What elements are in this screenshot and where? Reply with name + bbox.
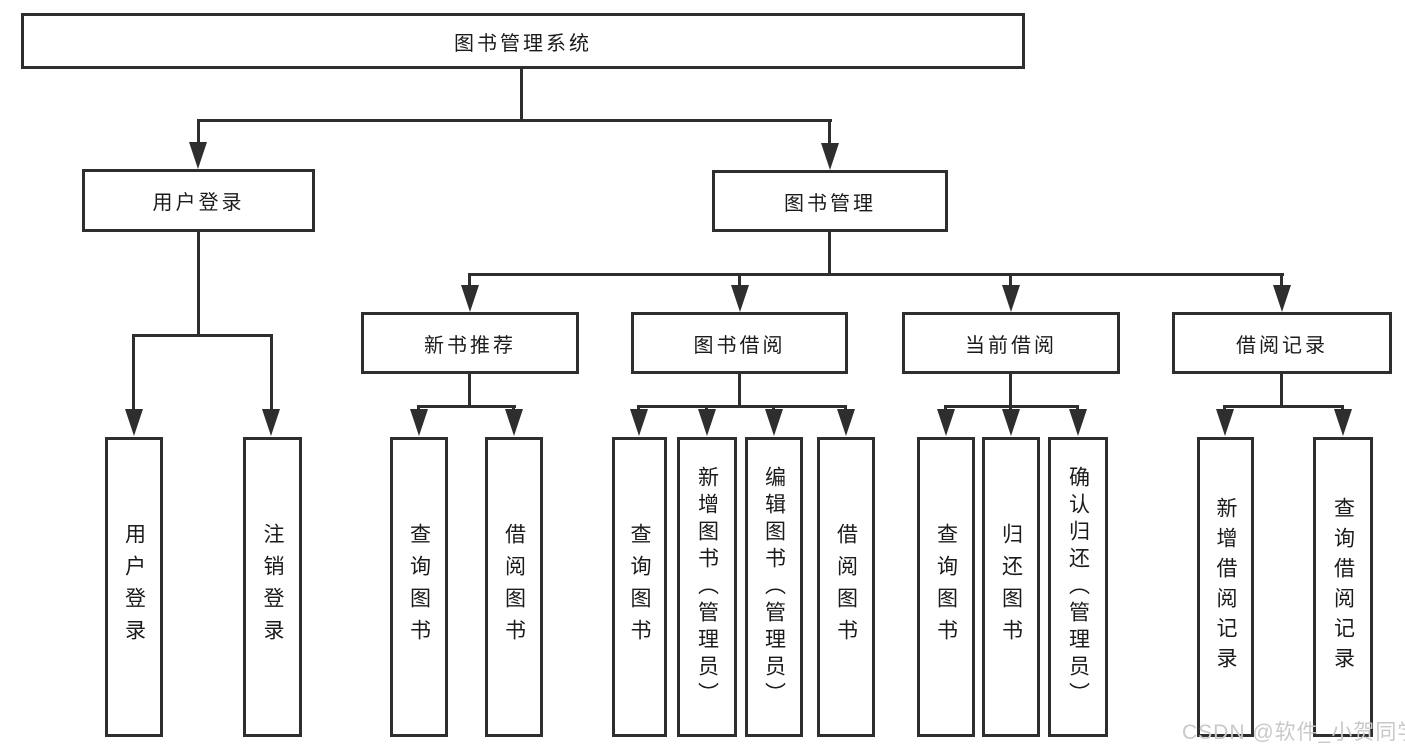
edge-br-hbar <box>1223 405 1344 408</box>
leaf-user-login: 用户登录 <box>105 437 163 737</box>
arrowhead-nbr-query <box>410 409 428 436</box>
leaf-nbr-borrow-books: 借阅图书 <box>485 437 543 737</box>
edge-nbr-hbar <box>417 405 516 408</box>
arrowhead-bb-borrow <box>837 409 855 436</box>
leaf-cb-query-books: 查询图书 <box>917 437 975 737</box>
node-user-login-branch: 用户登录 <box>82 169 315 232</box>
leaf-cb-return-books: 归还图书 <box>982 437 1040 737</box>
edge-root-hbar <box>197 119 832 122</box>
arrowhead-bb-edit <box>765 409 783 436</box>
node-new-book-recommend: 新书推荐 <box>361 312 579 374</box>
leaf-bb-add-books-admin: 新增图书（管理员） <box>677 437 737 737</box>
edge-drop-new-books <box>468 273 471 288</box>
arrowhead-nbr-borrow <box>505 409 523 436</box>
edge-bookmgmt-hbar <box>468 273 1284 276</box>
leaf-bb-borrow-books: 借阅图书 <box>817 437 875 737</box>
leaf-br-add-record: 新增借阅记录 <box>1197 437 1254 737</box>
arrowhead-br-add <box>1216 409 1234 436</box>
node-root-system: 图书管理系统 <box>21 13 1025 69</box>
leaf-bb-query-books: 查询图书 <box>612 437 667 737</box>
leaf-logout: 注销登录 <box>243 437 302 737</box>
edge-br-stem <box>1280 374 1283 405</box>
node-book-borrow: 图书借阅 <box>631 312 848 374</box>
arrowhead-into-book-borrow <box>731 285 749 312</box>
edge-userlogin-hbar <box>132 334 273 337</box>
leaf-br-query-record: 查询借阅记录 <box>1313 437 1373 737</box>
arrowhead-into-user-login <box>189 142 207 169</box>
arrowhead-cb-query <box>937 409 955 436</box>
arrowhead-into-new-books <box>461 285 479 312</box>
arrowhead-into-logout <box>262 409 280 436</box>
leaf-bb-edit-books-admin: 编辑图书（管理员） <box>745 437 803 737</box>
node-borrow-records: 借阅记录 <box>1172 312 1392 374</box>
edge-nbr-stem <box>468 374 471 405</box>
node-book-mgmt-branch: 图书管理 <box>712 170 948 232</box>
arrowhead-cb-return <box>1002 409 1020 436</box>
arrowhead-cb-confirm <box>1069 409 1087 436</box>
edge-cb-stem <box>1009 374 1012 405</box>
edge-userlogin-stem <box>197 232 200 334</box>
arrowhead-into-current-borrow <box>1002 285 1020 312</box>
leaf-nbr-query-books: 查询图书 <box>390 437 448 737</box>
edge-drop-current-borrow <box>1009 273 1012 288</box>
edge-drop-book-borrow <box>738 273 741 288</box>
edge-drop-user-login <box>197 119 200 145</box>
arrowhead-into-borrow-records <box>1273 285 1291 312</box>
edge-drop-book-mgmt <box>828 119 831 145</box>
arrowhead-into-book-mgmt <box>821 143 839 170</box>
arrowhead-bb-query <box>630 409 648 436</box>
edge-drop-login <box>132 334 135 410</box>
edge-bb-hbar <box>637 405 847 408</box>
edge-bookmgmt-stem <box>828 232 831 273</box>
edge-drop-borrow-records <box>1280 273 1283 288</box>
edge-root-trunk <box>520 68 523 121</box>
edge-drop-logout <box>270 334 273 410</box>
edge-bb-stem <box>738 374 741 405</box>
arrowhead-into-login <box>125 409 143 436</box>
leaf-cb-confirm-return-admin: 确认归还（管理员） <box>1048 437 1108 737</box>
arrowhead-bb-add <box>698 409 716 436</box>
node-current-borrow: 当前借阅 <box>902 312 1120 374</box>
arrowhead-br-query <box>1334 409 1352 436</box>
csdn-watermark: CSDN @软件_小贺同学 <box>1182 721 1405 744</box>
